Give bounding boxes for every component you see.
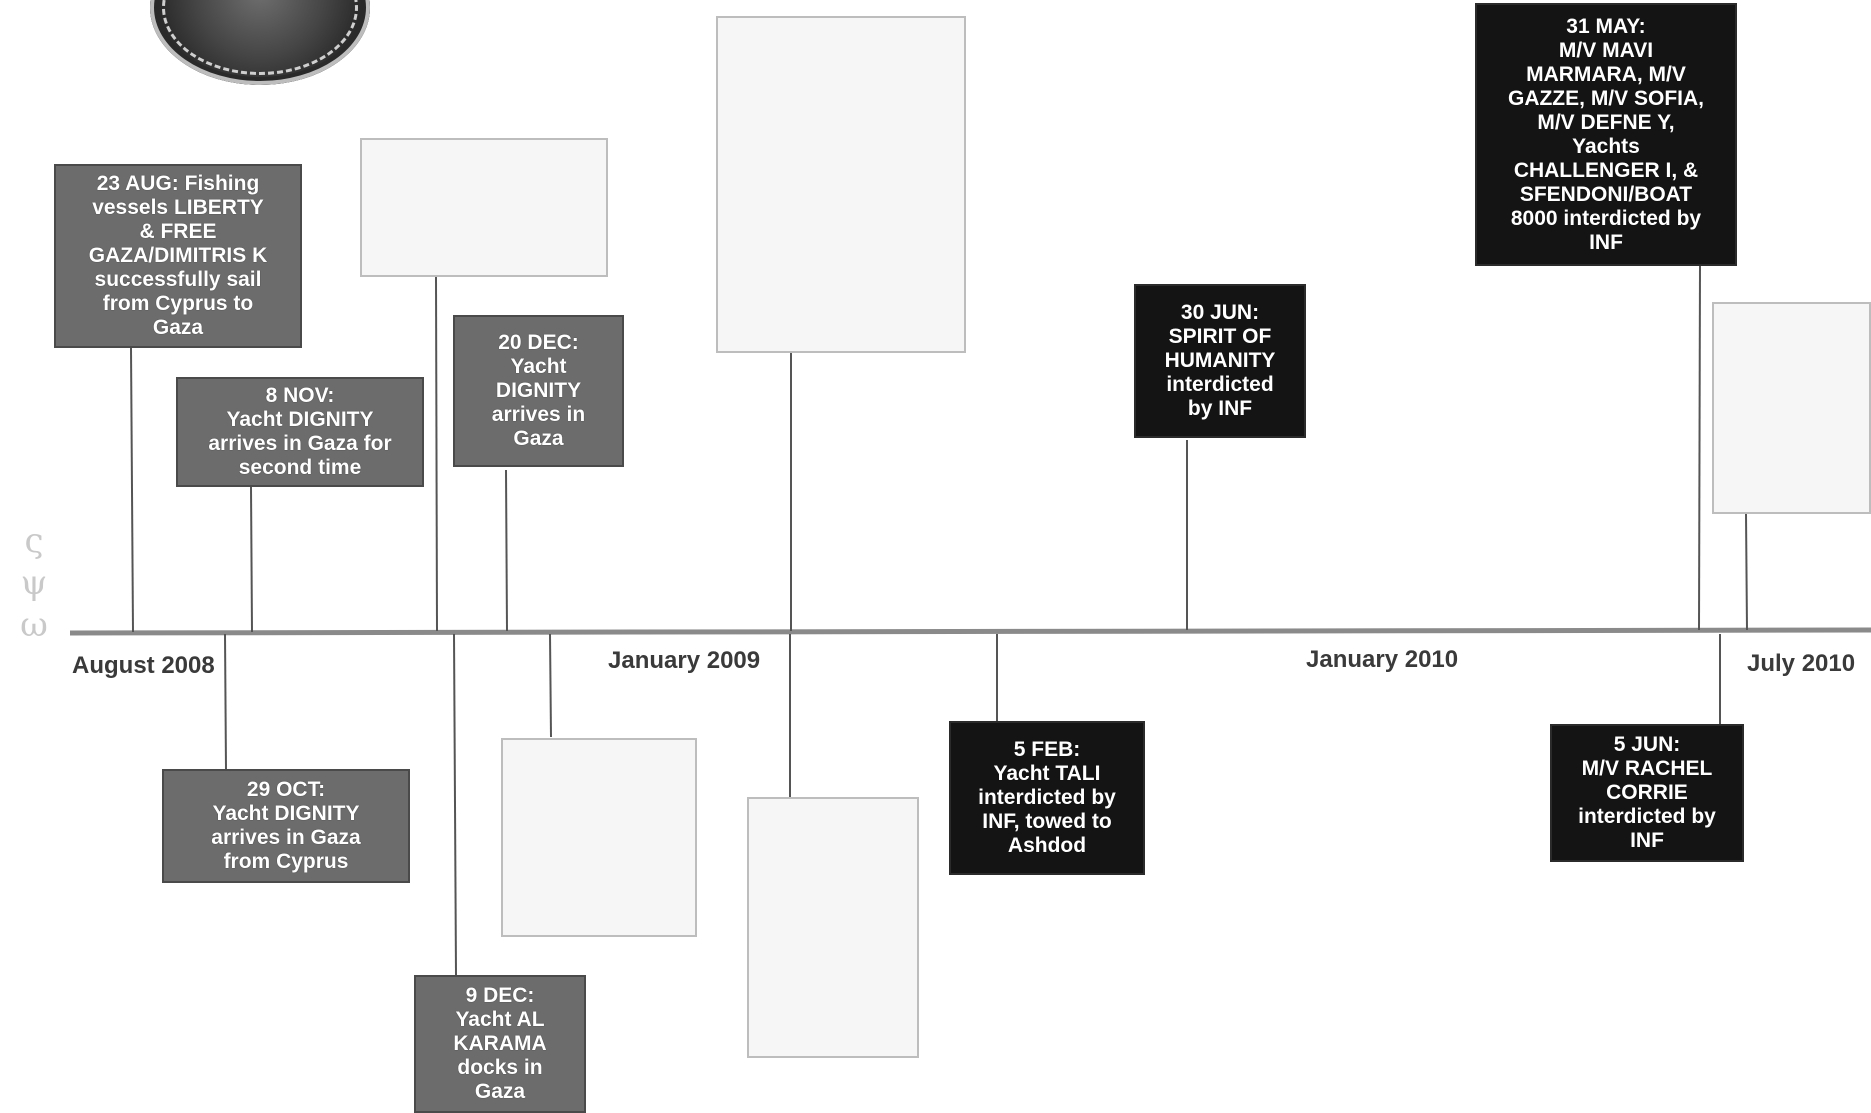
event-right-illegible [1712,302,1871,514]
timeline-axis [69,627,1871,636]
axis-label-aug-2008: August 2008 [72,652,215,679]
event-jun5: 5 JUN: M/V RACHEL CORRIE interdicted by … [1550,724,1744,862]
event-dec20: 20 DEC: Yacht DIGNITY arrives in Gaza [453,315,624,467]
event-dec1-illegible [360,138,608,277]
event-feb5: 5 FEB: Yacht TALI interdicted by INF, to… [949,721,1145,875]
event-jan-low-illegible [747,797,919,1058]
event-dec9: 9 DEC: Yacht AL KARAMA docks in Gaza [414,975,586,1113]
event-nov8: 8 NOV: Yacht DIGNITY arrives in Gaza for… [176,377,424,487]
connector-aug23 [130,347,134,633]
connector-oct29 [224,633,227,771]
connector-may31 [1698,264,1701,631]
axis-label-jan-2009: January 2009 [608,647,761,674]
event-may31: 31 MAY: M/V MAVI MARMARA, M/V GAZZE, M/V… [1475,3,1737,266]
margin-marks: ς ψ ω [4,520,64,670]
connector-right [1745,513,1748,631]
event-dec-illegible [501,738,697,937]
event-aug23: 23 AUG: Fishing vessels LIBERTY & FREE G… [54,164,302,348]
margin-mark: ς [24,521,44,561]
event-jun30: 30 JUN: SPIRIT OF HUMANITY interdicted b… [1134,284,1306,438]
axis-label-jul-2010: July 2010 [1747,650,1856,677]
margin-mark: ψ [20,563,48,603]
axis-label-jan-2010: January 2010 [1306,646,1459,673]
connector-dec1 [435,276,438,632]
event-jan-illegible [716,16,966,353]
connector-dec20 [505,469,508,632]
event-oct29: 29 OCT: Yacht DIGNITY arrives in Gaza fr… [162,769,410,883]
connector-dec9 [453,633,457,976]
connector-nov8 [250,486,253,633]
connector-dec [549,633,552,738]
margin-mark: ω [20,605,48,645]
